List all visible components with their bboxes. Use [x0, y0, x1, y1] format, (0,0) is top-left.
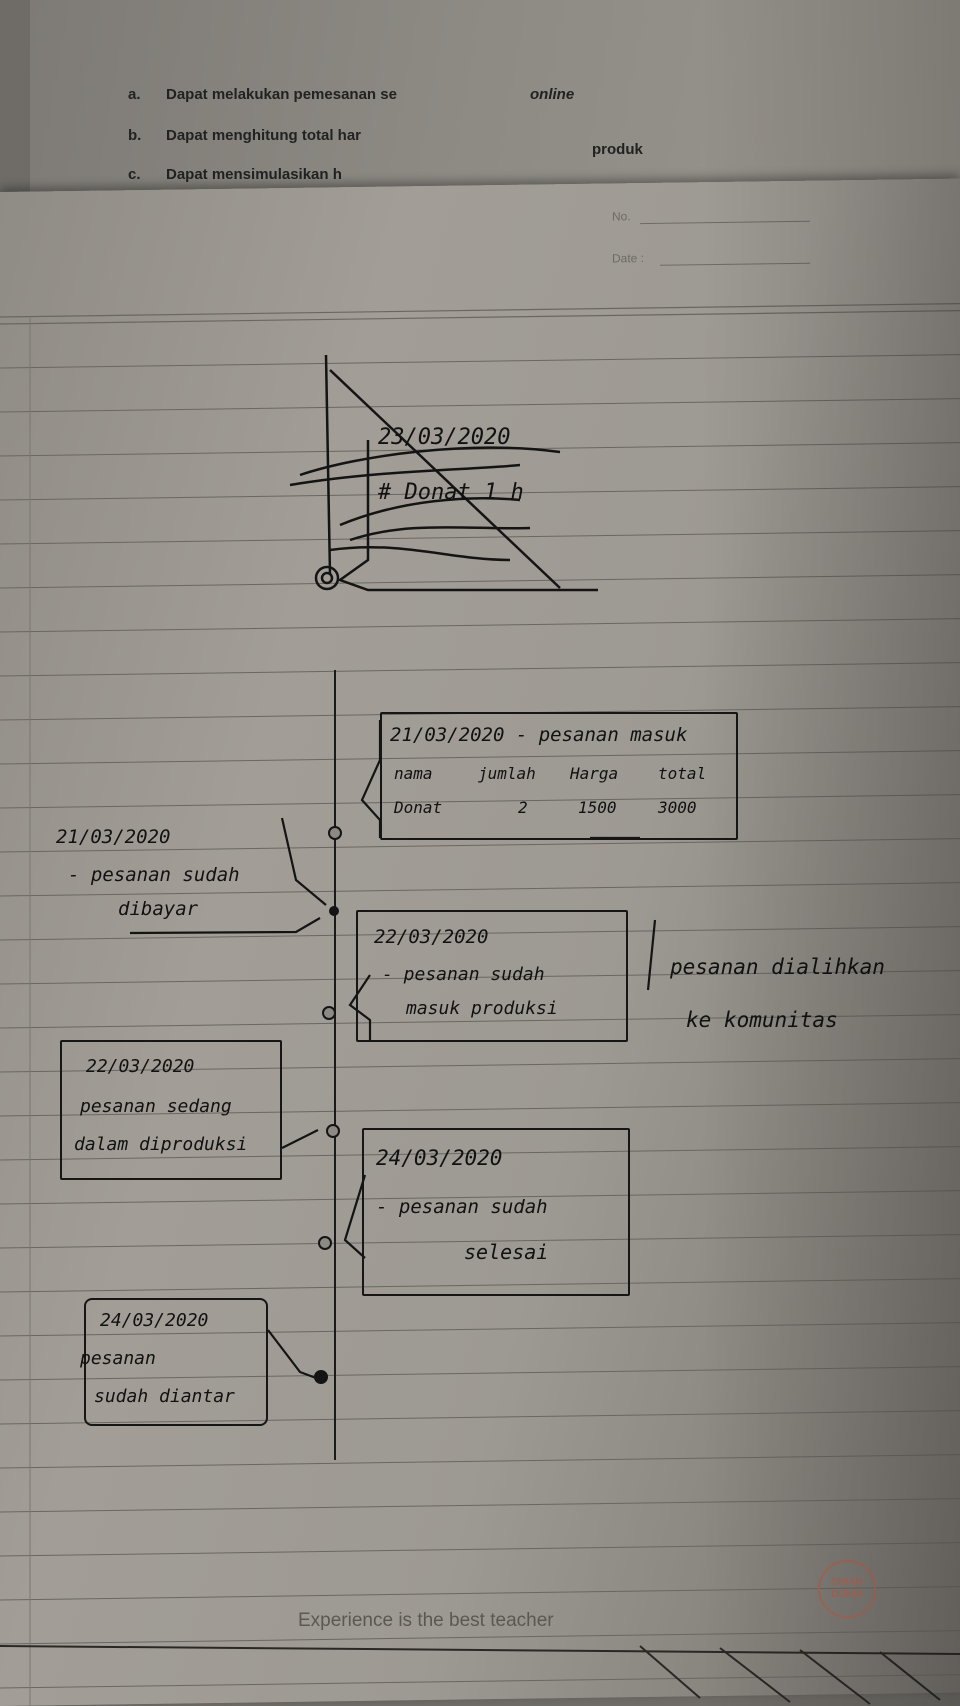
- ruled-line: [0, 486, 960, 501]
- notebook-page: No. Date :: [0, 178, 960, 1706]
- left-note-2-title: 22/03/2020: [86, 1056, 195, 1077]
- ruled-line: [0, 1542, 960, 1557]
- printed-item-a-tail: online: [530, 86, 575, 103]
- timeline-node-2: [322, 1006, 336, 1020]
- box-1-col-total: total: [658, 764, 707, 783]
- box-2-title: 22/03/2020: [374, 926, 489, 948]
- page-bottom-edge: [0, 1645, 960, 1705]
- left-1-underline: [129, 917, 321, 935]
- ruled-line: [0, 1366, 960, 1381]
- ruled-line: [0, 530, 960, 545]
- timeline-node-5: [314, 1370, 328, 1384]
- ruled-line: [0, 1234, 960, 1249]
- ruled-line: [0, 1102, 960, 1117]
- box-1-cell-total: 3000: [658, 798, 697, 817]
- ruled-line: [0, 970, 960, 985]
- item-text: Dapat melakukan pemesanan se: [166, 86, 397, 103]
- timeline-node-4: [318, 1236, 332, 1250]
- ruled-line: [0, 1586, 960, 1601]
- crossed-out-line: # Donat 1 h: [378, 480, 524, 505]
- item-marker: a.: [128, 86, 141, 103]
- right-note-line-1: pesanan dialihkan: [670, 955, 885, 979]
- left-note-2-line-1: pesanan sedang: [80, 1096, 232, 1117]
- left-note-1-line-2: dibayar: [118, 898, 199, 920]
- ruled-line: [0, 1190, 960, 1205]
- box-1-col-name: nama: [394, 764, 433, 783]
- left-note-box-2: 22/03/2020 pesanan sedang dalam diproduk…: [60, 1040, 282, 1180]
- connector-box-1: [360, 720, 382, 838]
- ruled-line: [0, 1146, 960, 1161]
- box-1-cell-qty: 2: [518, 798, 528, 817]
- left-note-3-title: 24/03/2020: [100, 1310, 209, 1331]
- box-1-col-qty: jumlah: [478, 764, 536, 783]
- crossed-out-sketch: [289, 354, 598, 592]
- timeline-node-1b: [329, 906, 339, 916]
- ruled-line: [0, 1630, 960, 1645]
- printed-item-b-tail: produk: [592, 141, 643, 158]
- item-marker: b.: [128, 127, 142, 144]
- ruled-line: [0, 926, 960, 941]
- box-1-col-price: Harga: [570, 764, 619, 783]
- connector-left-1: [280, 817, 327, 906]
- logo-line-2: DUNIA: [831, 1589, 863, 1600]
- ruled-line: [0, 662, 960, 677]
- ruled-line: [0, 618, 960, 633]
- box-2-line-1: - pesanan sudah: [382, 964, 545, 985]
- ruled-line: [0, 838, 960, 853]
- note-box-production: 22/03/2020 - pesanan sudah masuk produks…: [356, 910, 628, 1042]
- box-1-title: 21/03/2020 - pesanan masuk: [390, 724, 688, 746]
- timeline-node-3: [326, 1124, 340, 1138]
- item-text: Dapat mensimulasikan h: [166, 166, 342, 183]
- left-note-3-line-1: pesanan: [80, 1348, 156, 1369]
- left-note-3-line-2: sudah diantar: [94, 1386, 235, 1407]
- ruled-line: [0, 574, 960, 589]
- ruled-line: [0, 1498, 960, 1513]
- ruled-line: [0, 1454, 960, 1469]
- ruled-line: [0, 794, 960, 809]
- left-note-1-title: 21/03/2020: [56, 826, 171, 848]
- right-note-divider: [646, 919, 657, 991]
- ruled-line: [0, 1322, 960, 1337]
- item-text: Dapat menghitung total har: [166, 127, 361, 144]
- connector-box-3: [343, 1174, 367, 1259]
- connector-left-2: [281, 1129, 319, 1149]
- right-note-line-2: ke komunitas: [686, 1008, 838, 1032]
- printed-item-a: a. Dapat melakukan pemesanan se: [128, 86, 397, 103]
- timeline-axis: [334, 670, 336, 1460]
- box-3-title: 24/03/2020: [376, 1146, 503, 1170]
- crossed-out-date: 23/03/2020: [378, 425, 511, 450]
- ruled-line: [0, 1278, 960, 1293]
- sinar-dunia-logo: SINAR DUNIA: [818, 1560, 876, 1618]
- box-2-line-2: masuk produksi: [406, 998, 558, 1019]
- logo-line-1: SINAR: [831, 1577, 863, 1588]
- left-note-box-3: 24/03/2020 pesanan sudah diantar: [80, 1298, 268, 1426]
- box-3-line-1: - pesanan sudah: [376, 1196, 548, 1218]
- ruled-line: [0, 1058, 960, 1073]
- ruled-lines: [0, 302, 960, 1706]
- item-marker: c.: [128, 166, 141, 183]
- ruled-line: [0, 1014, 960, 1029]
- ruled-line: [0, 750, 960, 765]
- footer-motto: Experience is the best teacher: [298, 1610, 554, 1631]
- left-note-1-line-1: - pesanan sudah: [68, 864, 240, 886]
- ruled-line: [0, 1674, 960, 1689]
- printed-item-b: b. Dapat menghitung total har: [128, 127, 361, 144]
- note-box-done: 24/03/2020 - pesanan sudah selesai: [362, 1128, 630, 1296]
- connector-box-2: [348, 974, 372, 1040]
- box-3-line-2: selesai: [464, 1240, 549, 1264]
- connector-left-3: [267, 1329, 317, 1380]
- left-note-2-line-2: dalam diproduksi: [74, 1134, 248, 1155]
- note-box-ordered: 21/03/2020 - pesanan masuk nama jumlah H…: [380, 712, 738, 840]
- ruled-line: [0, 1410, 960, 1425]
- ruled-line: [0, 882, 960, 897]
- ruled-line: [0, 442, 960, 457]
- ruled-line: [0, 354, 960, 369]
- box-1-cell-price: 1500: [578, 798, 617, 817]
- box-1-cell-name: Donat: [394, 798, 443, 817]
- printed-item-c: c. Dapat mensimulasikan h: [128, 166, 342, 183]
- timeline-node-1: [328, 826, 342, 840]
- ruled-line: [0, 398, 960, 413]
